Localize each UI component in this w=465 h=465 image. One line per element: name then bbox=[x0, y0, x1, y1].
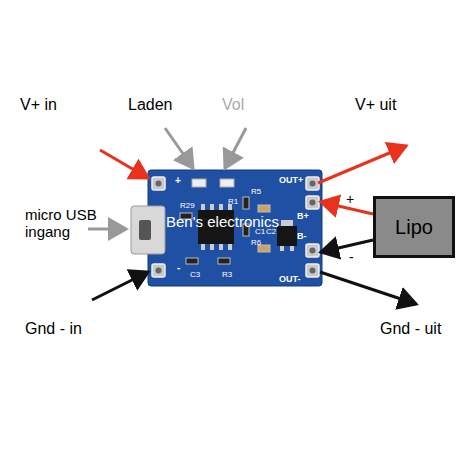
leader-arrow bbox=[320, 272, 416, 304]
silkscreen-text: R3 bbox=[222, 271, 232, 280]
leader-arrow bbox=[318, 146, 406, 183]
usb-connector bbox=[131, 206, 165, 254]
battery-box: Lipo bbox=[373, 196, 455, 258]
silkscreen-text: R5 bbox=[251, 188, 261, 197]
silkscreen-text: - bbox=[177, 262, 180, 273]
polarity-sign: - bbox=[349, 250, 354, 265]
pad-holes bbox=[156, 181, 316, 274]
silkscreen-text: R6 bbox=[251, 239, 261, 248]
callout-label: Gnd - uit bbox=[380, 320, 441, 338]
battery-label: Lipo bbox=[395, 216, 433, 239]
leader-arrow bbox=[321, 240, 373, 252]
silkscreen-text: B+ bbox=[297, 212, 309, 222]
leader-arrow bbox=[165, 128, 193, 168]
silkscreen-text: B- bbox=[297, 232, 307, 242]
callout-label: V+ in bbox=[20, 96, 57, 114]
led bbox=[220, 179, 234, 187]
callout-label: V+ uit bbox=[355, 96, 396, 114]
silkscreen-text: + bbox=[175, 175, 181, 186]
silkscreen-text: OUT+ bbox=[279, 176, 303, 186]
silkscreen-text: R29 bbox=[180, 202, 195, 211]
led bbox=[192, 179, 206, 187]
silkscreen-text: OUT- bbox=[279, 275, 301, 285]
leader-arrow bbox=[225, 128, 246, 168]
callout-label: Gnd - in bbox=[25, 320, 82, 338]
pcb bbox=[148, 170, 322, 286]
leader-arrow bbox=[100, 150, 148, 178]
mosfet bbox=[277, 220, 297, 251]
usb-opening bbox=[139, 220, 151, 240]
polarity-sign: + bbox=[346, 192, 354, 207]
callout-label: Laden bbox=[128, 96, 173, 114]
leader-arrow bbox=[88, 228, 126, 231]
watermark: Ben's electronics bbox=[166, 214, 279, 231]
callout-label: micro USB ingang bbox=[25, 207, 105, 240]
smd-parts bbox=[180, 197, 270, 264]
leader-arrow bbox=[92, 272, 148, 300]
silkscreen-text: R1 bbox=[228, 198, 238, 207]
silkscreen-text: C3 bbox=[190, 271, 200, 280]
pads bbox=[152, 177, 319, 277]
callout-label: Vol bbox=[222, 96, 244, 114]
